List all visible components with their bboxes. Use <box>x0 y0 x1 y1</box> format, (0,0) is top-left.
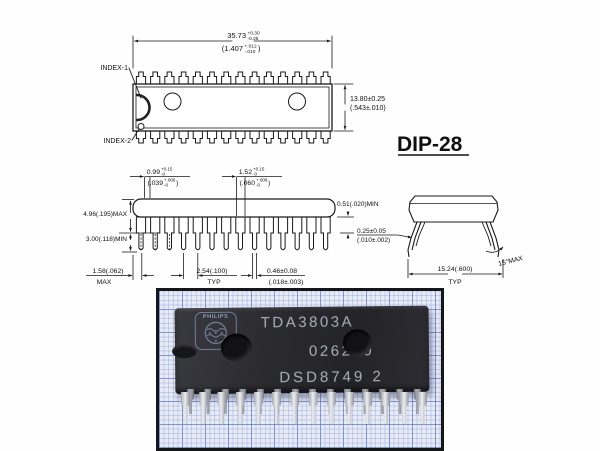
chip-marking-date-code: DSD8749 2 <box>279 368 384 387</box>
svg-text:+.012: +.012 <box>245 44 257 50</box>
index1-label: INDEX-1 <box>100 65 128 72</box>
philips-emblem-icon <box>204 321 227 345</box>
dim-row-spacing-note: TYP <box>448 279 462 286</box>
package-name: DIP-28 <box>397 133 469 156</box>
dim-end-gap: 1.58(.062) <box>93 268 124 275</box>
dim-standoff-min: 3.00(.118)MIN <box>86 236 127 243</box>
svg-text:+0.15: +0.15 <box>161 167 173 172</box>
svg-text:-0.25: -0.25 <box>248 36 259 42</box>
side-body <box>132 198 336 218</box>
svg-text:1.52: 1.52 <box>239 169 252 176</box>
index2-dot <box>137 123 145 130</box>
dim-lead-width-in: (.018±.003) <box>269 279 304 286</box>
index1-notch <box>135 93 151 122</box>
svg-text:0.99: 0.99 <box>147 169 160 176</box>
dim-height-max: 4.96(.195)MAX <box>83 211 127 218</box>
svg-text:): ) <box>268 180 270 187</box>
dim-shoulder-len: 0.51(.020)MIN <box>337 201 379 208</box>
dim-body-width: 13.80±0.25 (.543±.010) <box>350 96 386 112</box>
chip-photo: PHILIPS TDA3803A 026280 DSD8749 2 <box>156 288 444 451</box>
svg-text:-0: -0 <box>256 183 260 188</box>
svg-text:-0: -0 <box>253 172 257 177</box>
top-view: INDEX-1 INDEX-2 35.73 +0.30 -0.25 (1.407… <box>100 31 385 146</box>
svg-text:): ) <box>176 180 178 187</box>
svg-text:+.006: +.006 <box>256 178 268 183</box>
svg-text:-0: -0 <box>161 172 165 177</box>
svg-text:+.006: +.006 <box>164 178 176 183</box>
svg-text:): ) <box>258 44 261 53</box>
svg-text:+0.15: +0.15 <box>253 167 265 172</box>
dim-end-gap-note: MAX <box>97 279 112 286</box>
chip-marking-part-number: TDA3803A <box>260 313 355 332</box>
pin1-index-notch <box>171 344 198 359</box>
dim-lead-width: 0.46±0.08 <box>267 268 297 275</box>
svg-text:DIP-28: DIP-28 <box>397 133 463 156</box>
dim-lead-thk-in: (.010±.002) <box>357 237 390 244</box>
end-view: 15.24(.600) TYP 15°MAX <box>407 195 524 286</box>
dim-lead-thk: 0.25±0.05 <box>357 228 386 235</box>
side-view: 0.99 +0.15 -0 (.039 +.006 -0 ) 1.52 +0.1… <box>83 167 412 286</box>
svg-text:13.80±0.25: 13.80±0.25 <box>350 96 385 103</box>
index2-label: INDEX-2 <box>103 138 131 145</box>
mold-dimple <box>220 333 253 362</box>
dim-pitch: 2.54(.100) <box>197 268 228 275</box>
chip-pins-front-row <box>181 392 427 424</box>
package-hole <box>288 92 306 111</box>
svg-text:(.060: (.060 <box>240 180 256 187</box>
svg-text:(1.407: (1.407 <box>222 44 243 53</box>
philips-logo: PHILIPS <box>194 311 237 351</box>
svg-text:(.039: (.039 <box>148 180 164 187</box>
svg-text:-0: -0 <box>164 183 168 188</box>
package-hole <box>163 92 182 111</box>
dip28-dimension-drawing: INDEX-1 INDEX-2 35.73 +0.30 -0.25 (1.407… <box>83 31 524 287</box>
svg-text:(.543±.010): (.543±.010) <box>350 105 386 112</box>
dim-shoulder-width: 1.52 +0.15 -0 (.060 +.006 -0 ) <box>239 167 271 188</box>
dim-row-spacing: 15.24(.600) <box>438 266 473 273</box>
dim-pitch-note: TYP <box>207 279 221 286</box>
svg-text:+0.30: +0.30 <box>248 31 260 37</box>
dim-body-length: 35.73 +0.30 -0.25 (1.407 +.012 -.010 ) <box>222 31 261 56</box>
chip-body: PHILIPS TDA3803A 026280 DSD8749 2 <box>171 305 430 395</box>
dim-lead-offset: 0.99 +0.15 -0 (.039 +.006 -0 ) <box>147 167 179 188</box>
svg-text:35.73: 35.73 <box>227 31 246 40</box>
mold-dimple <box>342 329 373 357</box>
dim-lead-angle: 15°MAX <box>497 254 524 268</box>
svg-text:-.010: -.010 <box>245 49 256 55</box>
